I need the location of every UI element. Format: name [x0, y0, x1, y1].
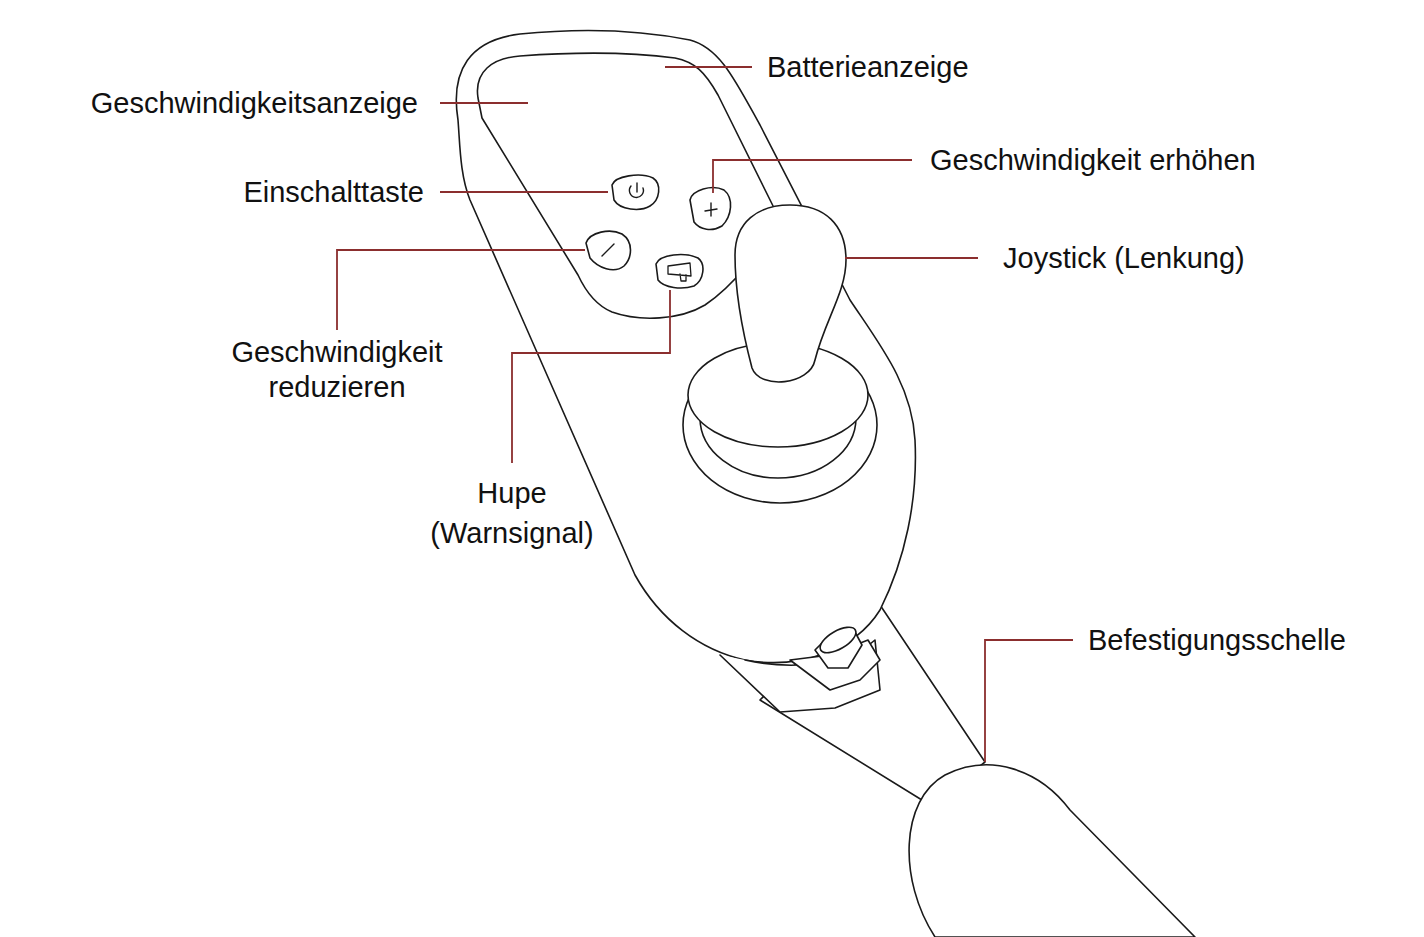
power-button: [612, 175, 659, 209]
housing: [456, 31, 915, 663]
leader-line: [440, 191, 608, 193]
power-icon: [629, 183, 643, 197]
part-label: Joystick (Lenkung): [1003, 241, 1245, 275]
mounting-clamp: [909, 765, 1195, 937]
joystick-stick: [735, 205, 846, 382]
screw-head: [816, 622, 860, 658]
horn-button: [656, 255, 703, 288]
leader-line: [985, 640, 1073, 762]
leader-line: [845, 257, 978, 259]
display-panel: [477, 53, 780, 318]
leader-line: [440, 102, 528, 104]
minus-button: [586, 231, 631, 269]
leader-line: [512, 290, 670, 463]
part-label: Hupe (Warnsignal): [407, 473, 617, 553]
part-label: Geschwindigkeit erhöhen: [930, 143, 1256, 177]
plus-icon: [705, 203, 717, 216]
leader-line: [337, 250, 585, 330]
part-label: Geschwindigkeitsanzeige: [91, 86, 418, 120]
leader-line: [713, 160, 912, 193]
horn-icon: [668, 263, 691, 281]
part-label: Geschwindigkeit reduzieren: [202, 335, 472, 405]
leader-line: [665, 66, 752, 68]
part-label: Einschalttaste: [243, 175, 424, 209]
part-label: Befestigungsschelle: [1088, 623, 1346, 657]
minus-icon: [602, 244, 614, 256]
plus-button: [690, 188, 731, 230]
part-label: Batterieanzeige: [767, 50, 969, 84]
